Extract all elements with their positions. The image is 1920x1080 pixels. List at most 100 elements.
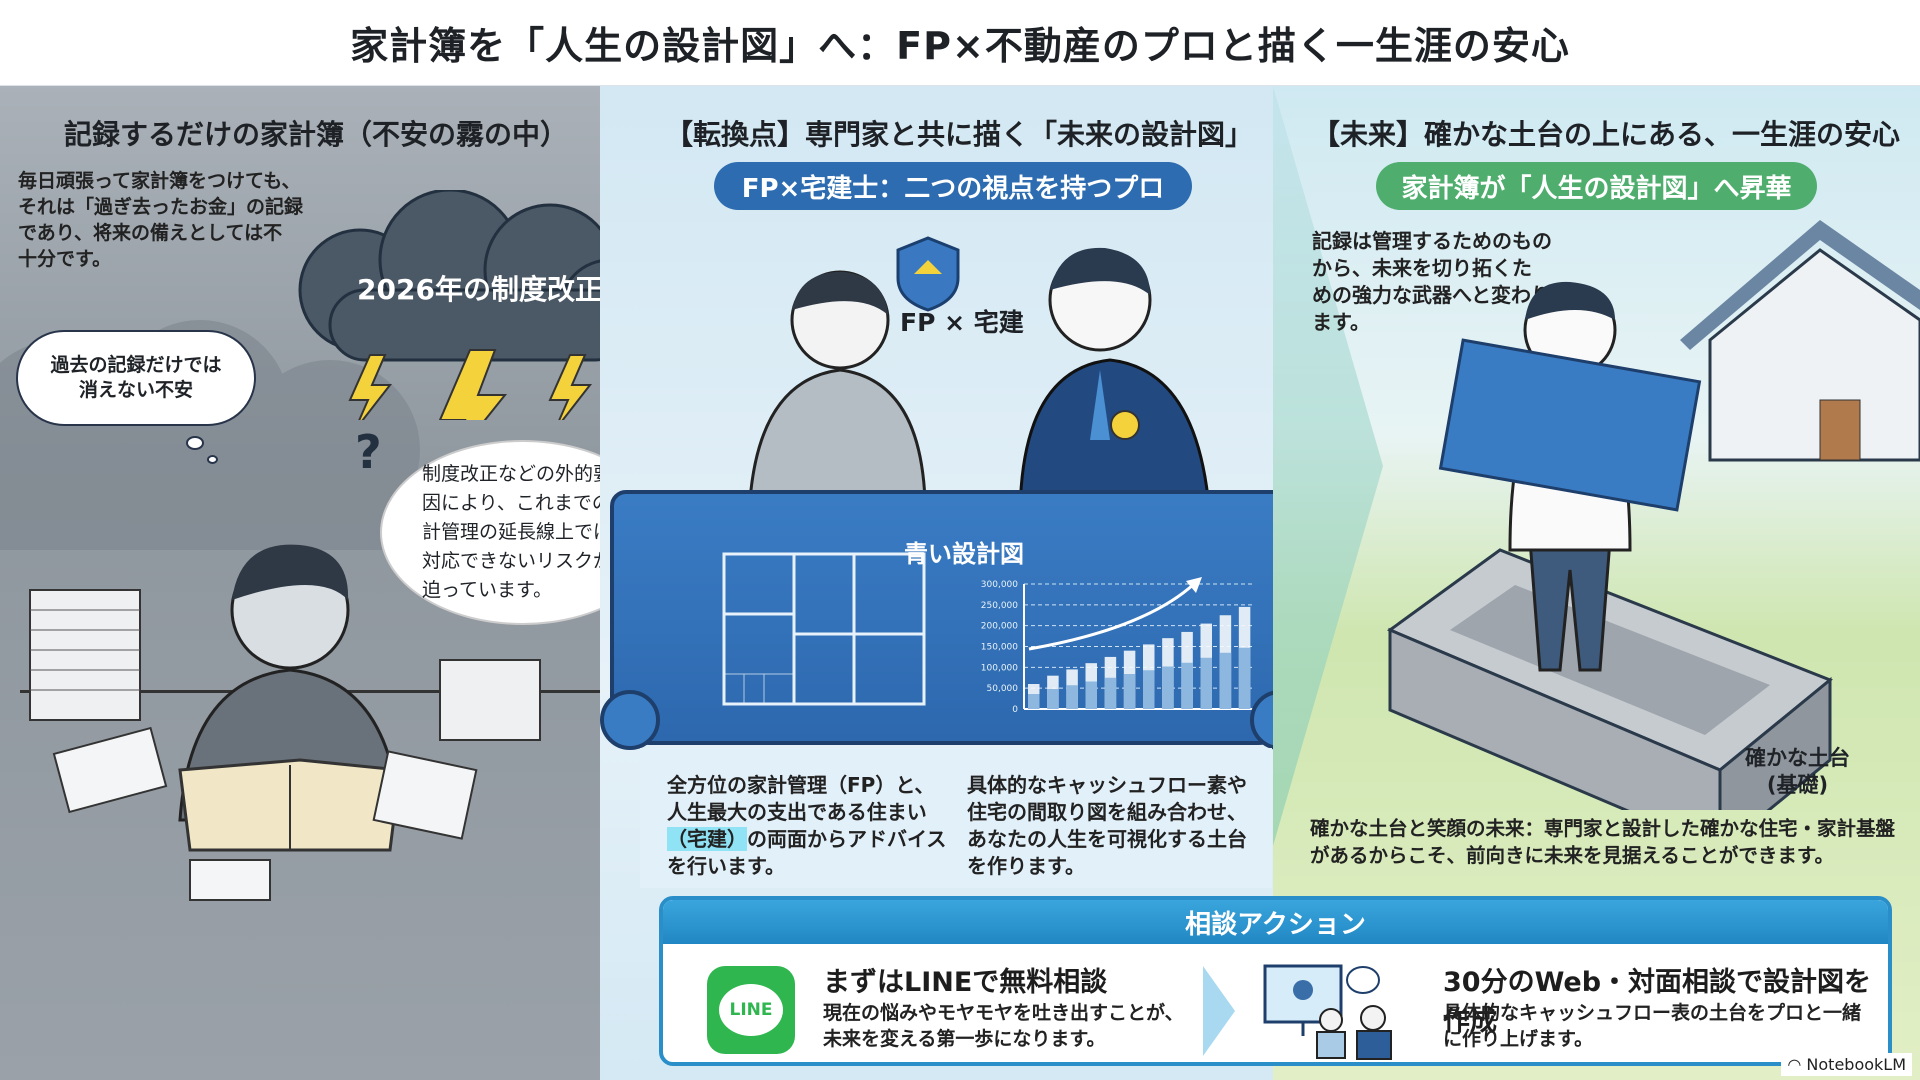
y-tick-label: 50,000 — [987, 684, 1019, 694]
text-line: （宅建）の両面からアドバイス — [667, 826, 946, 853]
chevron-right-icon — [1203, 966, 1235, 1056]
consultation-illustration — [748, 236, 1212, 520]
text-line: それは「過ぎ去ったお金」の記録 — [18, 196, 304, 218]
step2-title[interactable]: 30分のWeb・対面相談で設計図を作成 — [1443, 967, 1872, 1037]
video-consultation-icon — [1263, 964, 1392, 1060]
middle-pill: FP×宅建士：二つの視点を持つプロ — [714, 162, 1192, 210]
line-icon-label: LINE — [719, 984, 783, 1036]
text-span: の両面からアドバイス — [747, 827, 947, 851]
chart-bar-inner — [1162, 666, 1174, 709]
question-mark-icon: ? — [355, 425, 382, 479]
text-line: 記録は管理するためのもの — [1312, 229, 1552, 253]
text-line: 因により、これまでの家 — [422, 492, 630, 514]
thought-dot — [186, 436, 204, 450]
fp-takken-label: FP × 宅建 — [900, 308, 1024, 337]
step1-title[interactable]: まずはLINEで無料相談 — [823, 967, 1108, 998]
text-line: めの強力な武器へと変わり — [1312, 283, 1551, 307]
cashflow-chart: 0 50,000 100,000 150,000 200,000 250,000 300,0… — [981, 577, 1254, 715]
text-line: 確かな土台 — [1745, 746, 1850, 770]
text-line: 迫っています。 — [422, 579, 553, 601]
shield-house-icon — [896, 236, 960, 312]
award-badge-icon — [1110, 410, 1140, 440]
text-line: 過去の記録だけでは — [50, 354, 222, 376]
blueprint-title: 青い設計図 — [904, 540, 1024, 568]
text-line: 未来を変える第一歩になります。 — [823, 1028, 1106, 1050]
step1-body: 現在の悩みやモヤモヤを吐き出すことが、 未来を変える第一歩になります。 — [823, 1000, 1184, 1052]
page-title: 家計簿を「人生の設計図」へ：FP×不動産のプロと描く一生涯の安心 — [350, 24, 1570, 68]
open-book-icon — [178, 758, 402, 852]
text-line: 人生最大の支出である住まい — [667, 800, 927, 824]
title-bar: 家計簿を「人生の設計図」へ：FP×不動産のプロと描く一生涯の安心 — [0, 0, 1920, 86]
right-paragraph: 記録は管理するためのもの から、未来を切り拓くた めの強力な武器へと変わり ます… — [1312, 228, 1552, 336]
paper-stack-icon — [29, 589, 141, 721]
chart-bar-inner — [1200, 657, 1212, 709]
blueprint-sheet: 青い設計図 0 50,000 100,000 150,000 200,000 250,00… — [610, 490, 1298, 745]
right-caption: 確かな土台と笑顔の未来：専門家と設計した確かな住宅・家計基盤 があるからこそ、前… — [1310, 815, 1895, 869]
blueprint-roll-left — [600, 690, 660, 750]
right-pill: 家計簿が「人生の設計図」へ昇華 — [1376, 162, 1817, 210]
watermark-text: NotebookLM — [1806, 1055, 1906, 1074]
chart-bar-inner — [1066, 685, 1078, 709]
text-line: あなたの人生を可視化する土台 — [967, 827, 1247, 851]
step2-body: 具体的なキャッシュフロー表の土台をプロと一緒 に作り上げます。 — [1443, 1000, 1861, 1052]
chart-bar-inner — [1104, 677, 1117, 709]
middle-heading: 【転換点】専門家と共に描く「未来の設計図」 — [665, 118, 1254, 151]
text-line: があるからこそ、前向きに未来を見据えることができます。 — [1310, 844, 1834, 867]
chart-bar-inner — [1219, 652, 1232, 709]
y-tick-label: 250,000 — [981, 601, 1018, 611]
notebooklm-logo-icon: ◠ — [1787, 1055, 1807, 1074]
middle-caption-right: 具体的なキャッシュフロー素や 住宅の間取り図を組み合わせ、 あなたの人生を可視化… — [967, 772, 1247, 880]
text-line: 毎日頑張って家計簿をつけても、 — [18, 170, 301, 192]
thought-dot — [207, 455, 218, 464]
text-line: 具体的なキャッシュフロー表の土台をプロと一緒 — [1443, 1002, 1862, 1024]
foundation-block — [1386, 548, 1833, 810]
chart-bar-inner — [1085, 681, 1097, 709]
text-line: 具体的なキャッシュフロー素や — [967, 773, 1247, 797]
chart-bar-inner — [1047, 689, 1059, 709]
text-line: 現在の悩みやモヤモヤを吐き出すことが、 — [823, 1002, 1184, 1024]
y-tick-label: 150,000 — [981, 643, 1018, 653]
text-line: 全方位の家計管理（FP）と、 — [667, 773, 935, 797]
blueprint-held — [1438, 338, 1702, 512]
text-line: 対応できないリスクが — [422, 550, 613, 572]
notebooklm-watermark: ◠ NotebookLM — [1781, 1053, 1912, 1076]
lightning-bolt-icon — [348, 349, 593, 420]
text-line: を作ります。 — [967, 854, 1085, 878]
text-line: であり、将来の備えとしては不 — [18, 222, 283, 244]
line-app-icon[interactable]: LINE — [707, 966, 795, 1054]
future-illustration — [1386, 220, 1920, 810]
client-man — [748, 270, 927, 502]
middle-caption-left: 全方位の家計管理（FP）と、 人生最大の支出である住まい （宅建）の両面からアド… — [667, 772, 946, 880]
y-tick-label: 200,000 — [981, 622, 1018, 632]
chart-bar-inner — [1238, 647, 1251, 709]
text-line: に作り上げます。 — [1443, 1028, 1594, 1050]
text-line: 消えない不安 — [78, 379, 193, 401]
text-line: 住宅の間取り図を組み合わせ、 — [967, 800, 1247, 824]
right-heading: 【未来】確かな土台の上にある、一生涯の安心 — [1312, 118, 1901, 151]
consultation-action-box: 相談アクション LINE まずはLINEで無料相談 現在の悩みやモヤモヤを吐き出… — [659, 896, 1892, 1066]
text-line: 確かな土台と笑顔の未来：専門家と設計した確かな住宅・家計基盤 — [1310, 817, 1896, 840]
cloud-label: 2026年の制度改正 — [357, 273, 603, 306]
trend-arrow — [1028, 582, 1196, 651]
thought-bubble: 過去の記録だけでは消えない不安 — [16, 330, 256, 426]
text-line: を行います。 — [667, 854, 785, 878]
text-line: から、未来を切り拓くた — [1312, 256, 1532, 280]
highlight-takken: （宅建） — [667, 827, 747, 851]
y-tick-label: 100,000 — [981, 663, 1018, 673]
text-line: 十分です。 — [18, 248, 112, 270]
chart-bar-inner — [1181, 662, 1193, 709]
chart-bar-inner — [1028, 694, 1040, 709]
trend-arrowhead-icon — [1186, 577, 1202, 593]
foundation-label: 確かな土台 (基礎) — [1745, 745, 1850, 799]
left-heading: 記録するだけの家計簿（不安の霧の中） — [64, 118, 569, 151]
house-illustration — [1680, 220, 1920, 462]
advisor-man — [1018, 247, 1212, 520]
y-tick-label: 0 — [1012, 705, 1018, 715]
text-line: ます。 — [1312, 310, 1370, 334]
text-line: 制度改正などの外的要 — [422, 463, 613, 485]
action-heading: 相談アクション — [663, 900, 1888, 944]
left-paragraph: 毎日頑張って家計簿をつけても、 それは「過ぎ去ったお金」の記録 であり、将来の備… — [18, 168, 303, 272]
floor-plan-drawing — [722, 552, 926, 706]
y-tick-label: 300,000 — [981, 580, 1018, 590]
caption-area — [640, 748, 1272, 888]
